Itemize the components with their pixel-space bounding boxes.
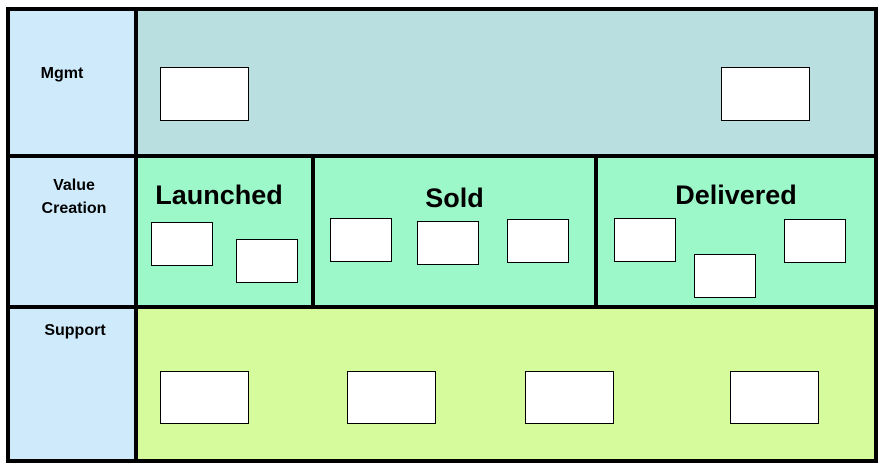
sold-box [507, 219, 569, 263]
lane-divider-support [10, 305, 874, 309]
sold-box [330, 218, 392, 262]
lane-label-column [10, 11, 138, 459]
stage-title-sold: Sold [425, 183, 484, 213]
lane-label-support: Support [44, 322, 106, 339]
stage-title-delivered: Delivered [675, 180, 797, 210]
delivered-box [784, 219, 846, 263]
support-box [160, 371, 249, 424]
stage-title-launched: Launched [155, 180, 283, 210]
support-box [730, 371, 819, 424]
delivered-box [614, 218, 676, 262]
lane-divider-mgmt [10, 154, 874, 158]
lane-label-mgmt: Mgmt [40, 65, 84, 82]
mgmt-box [721, 67, 810, 121]
mgmt-box [160, 67, 249, 121]
stage-divider-sold-delivered [594, 156, 598, 307]
launched-box [236, 239, 298, 283]
delivered-box [694, 254, 756, 298]
sold-box [417, 221, 479, 265]
diagram-frame [6, 7, 878, 463]
stage-divider-launched-sold [311, 156, 315, 307]
support-box [347, 371, 436, 424]
launched-box [151, 222, 213, 266]
lane-label-value-creation: Value Creation [41, 177, 107, 217]
support-box [525, 371, 614, 424]
